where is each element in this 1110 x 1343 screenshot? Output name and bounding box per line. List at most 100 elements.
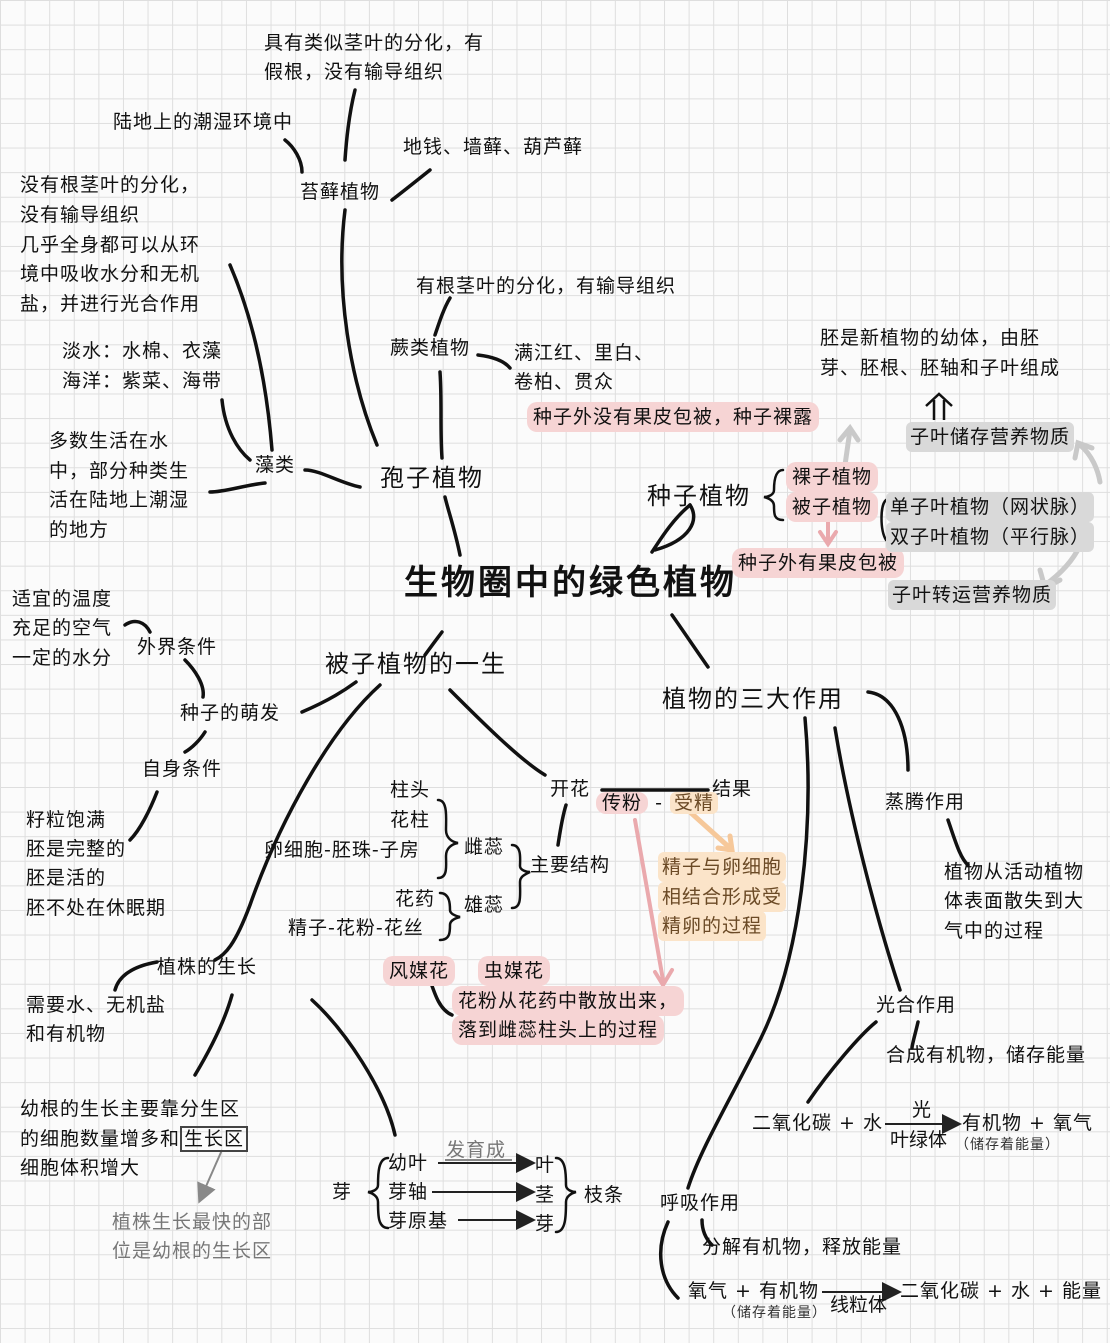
- algae: 藻类: [255, 454, 296, 476]
- dicots: 双子叶植物（平行脉）: [886, 522, 1095, 552]
- self-item-4: 胚不处在休眠期: [26, 897, 167, 919]
- three-functions: 植物的三大作用: [662, 685, 844, 713]
- style: 花柱: [390, 809, 431, 831]
- embryo-desc-2: 芽、胚根、胚轴和子叶组成: [820, 357, 1061, 379]
- gymno-desc: 种子外没有果皮包被，种子裸露: [527, 402, 820, 432]
- fert-desc-2: 相结合形成受: [658, 882, 787, 912]
- bud-part-1: 幼叶: [388, 1152, 429, 1174]
- moss-env: 陆地上的潮湿环境中: [113, 111, 294, 133]
- cotyledon-transport: 子叶转运营养物质: [888, 580, 1057, 610]
- photo-energy-note: （储存着能量）: [955, 1137, 1060, 1153]
- fern-examples-2: 卷柏、贯众: [514, 371, 615, 393]
- shoot: 枝条: [584, 1184, 625, 1206]
- resp-desc: 分解有机物，释放能量: [702, 1236, 903, 1258]
- root-desc-2: 的细胞数量增多和生长区: [20, 1124, 249, 1154]
- algae-examples-2: 海洋：紫菜、海带: [62, 370, 223, 392]
- transp-desc-3: 气中的过程: [944, 920, 1045, 942]
- self-item-1: 籽粒饱满: [26, 809, 107, 831]
- growth-needs-1: 需要水、无机盐: [26, 994, 167, 1016]
- algae-examples-1: 淡水：水棉、衣藻: [62, 340, 223, 362]
- bud: 芽: [332, 1181, 353, 1203]
- fastest-growth-2: 位是幼根的生长区: [112, 1240, 273, 1262]
- respiration: 呼吸作用: [660, 1192, 741, 1214]
- germination: 种子的萌发: [180, 702, 281, 724]
- photo-reactants: 二氧化碳 + 水: [752, 1112, 883, 1134]
- growth-needs-2: 和有机物: [26, 1023, 107, 1045]
- algae-habitat-3: 活在陆地上潮湿: [49, 489, 190, 511]
- pollination: 传粉: [596, 792, 649, 814]
- moss-desc-1: 具有类似茎叶的分化，有: [264, 32, 485, 54]
- photo-products: 有机物 + 氧气: [962, 1112, 1093, 1134]
- resp-energy-note: （储存着能量）: [722, 1305, 827, 1321]
- fern-desc: 有根茎叶的分化，有输导组织: [416, 275, 677, 297]
- root-desc-1: 幼根的生长主要靠分生区: [20, 1098, 241, 1120]
- shoot-part-1: 叶: [535, 1154, 556, 1176]
- monocots: 单子叶植物（网状脉）: [886, 492, 1095, 522]
- moss-plants: 苔藓植物: [300, 181, 381, 203]
- algae-desc-3: 几乎全身都可以从环: [20, 234, 201, 256]
- algae-desc-5: 盐，并进行光合作用: [20, 293, 201, 315]
- transp-desc-1: 植物从活动植物: [944, 861, 1085, 883]
- plant-growth: 植株的生长: [157, 956, 258, 978]
- fert-desc-1: 精子与卵细胞: [658, 852, 787, 882]
- embryo-desc-1: 胚是新植物的幼体，由胚: [820, 327, 1041, 349]
- bud-part-3: 芽原基: [388, 1210, 449, 1232]
- filament: 精子-花粉-花丝: [288, 917, 424, 939]
- page-title: 生物圈中的绿色植物: [404, 563, 737, 603]
- angiosperms: 被子植物: [786, 492, 879, 522]
- ext-item-1: 适宜的温度: [12, 588, 113, 610]
- ext-item-3: 一定的水分: [12, 647, 113, 669]
- fern-examples-1: 满江红、里白、: [514, 342, 655, 364]
- pollination-desc-2: 落到雌蕊柱头上的过程: [452, 1015, 665, 1045]
- fastest-growth-1: 植株生长最快的部: [112, 1211, 273, 1233]
- algae-desc-1: 没有根茎叶的分化，: [20, 174, 201, 196]
- self-item-3: 胚是活的: [26, 867, 107, 889]
- ovary: 卵细胞-胚珠-子房: [264, 839, 420, 861]
- spore-plants: 孢子植物: [380, 464, 484, 492]
- fruiting: 结果: [712, 778, 753, 800]
- pistil: 雌蕊: [464, 836, 505, 858]
- photo-light: 光: [912, 1099, 932, 1121]
- algae-desc-4: 境中吸收水分和无机: [20, 263, 201, 285]
- angio-life: 被子植物的一生: [325, 650, 507, 678]
- transpiration: 蒸腾作用: [885, 791, 966, 813]
- pollination-desc-1: 花粉从花药中散放出来，: [452, 986, 685, 1016]
- algae-habitat-4: 的地方: [49, 519, 110, 541]
- photo-chloroplast: 叶绿体: [890, 1129, 948, 1151]
- moss-desc-2: 假根，没有输导组织: [264, 61, 445, 83]
- cotyledon-store: 子叶储存营养物质: [906, 422, 1075, 452]
- photosynthesis: 光合作用: [876, 994, 957, 1016]
- self-conditions: 自身条件: [142, 758, 223, 780]
- fert-desc-3: 精卵的过程: [658, 911, 767, 941]
- fern-plants: 蕨类植物: [390, 337, 471, 359]
- dash: -: [655, 792, 663, 814]
- algae-habitat-2: 中，部分种类生: [49, 460, 190, 482]
- pollination-fertilization: 传粉 - 受精: [596, 788, 718, 818]
- flowering: 开花: [550, 778, 591, 800]
- transp-desc-2: 体表面散失到大: [944, 890, 1085, 912]
- develop-into: 发育成: [446, 1139, 507, 1161]
- resp-mitochondria: 线粒体: [830, 1294, 888, 1316]
- self-item-2: 胚是完整的: [26, 838, 127, 860]
- stamen: 雄蕊: [464, 894, 505, 916]
- growth-zone: 生长区: [180, 1126, 249, 1152]
- photo-desc: 合成有机物，储存能量: [886, 1044, 1087, 1066]
- insect-pollinated: 虫媒花: [478, 956, 551, 986]
- resp-reactants: 氧气 + 有机物: [688, 1280, 819, 1302]
- main-structure: 主要结构: [530, 854, 611, 876]
- algae-desc-2: 没有输导组织: [20, 204, 141, 226]
- resp-products: 二氧化碳 + 水 + 能量: [900, 1280, 1102, 1302]
- ext-item-2: 充足的空气: [12, 617, 113, 639]
- shoot-part-2: 茎: [535, 1184, 556, 1206]
- external-conditions: 外界条件: [137, 636, 218, 658]
- fertilization: 受精: [669, 792, 718, 814]
- algae-habitat-1: 多数生活在水: [49, 430, 170, 452]
- seed-plants: 种子植物: [647, 482, 751, 510]
- moss-examples: 地钱、墙藓、葫芦藓: [403, 136, 584, 158]
- angio-desc: 种子外有果皮包被: [732, 548, 905, 578]
- wind-pollinated: 风媒花: [383, 956, 456, 986]
- root-desc-3: 细胞体积增大: [20, 1157, 141, 1179]
- stigma: 柱头: [390, 779, 431, 801]
- anther: 花药: [395, 888, 436, 910]
